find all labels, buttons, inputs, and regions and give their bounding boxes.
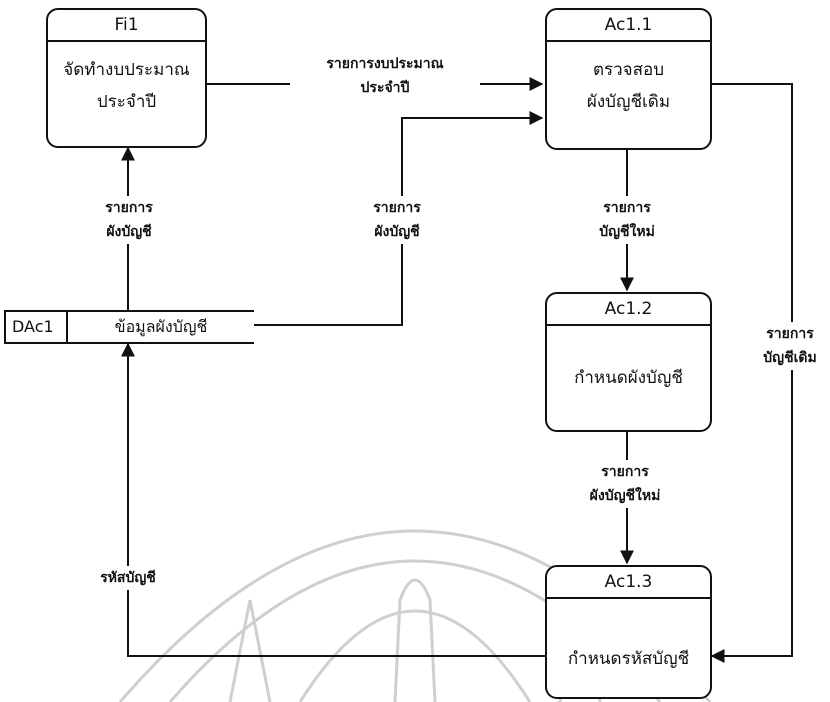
data-store-dac1: DAc1 ข้อมูลผังบัญชี [4, 310, 254, 344]
flow-label-budget: รายการงบประมาณ ประจำปี [290, 52, 480, 100]
process-id: Fi1 [48, 10, 205, 42]
flow-label-account-codes: รหัสบัญชี [78, 566, 178, 590]
data-store-name: ข้อมูลผังบัญชี [114, 317, 208, 336]
process-name: กำหนดรหัสบัญชี [567, 649, 690, 669]
flow-label-chart-mid: รายการ ผังบัญชี [352, 196, 442, 244]
process-name: ตรวจสอบ ผังบัญชีเดิม [586, 60, 671, 112]
process-name: กำหนดผังบัญชี [574, 368, 683, 388]
flow-label-old-account: รายการ บัญชีเดิม [750, 322, 830, 370]
process-id: Ac1.3 [547, 567, 710, 599]
process-id: Ac1.1 [547, 10, 710, 42]
process-fi1: Fi1 จัดทำงบประมาณ ประจำปี [46, 8, 207, 148]
flow-line-account-codes [121, 342, 545, 657]
process-ac1-1: Ac1.1 ตรวจสอบ ผังบัญชีเดิม [545, 8, 712, 150]
data-store-id: DAc1 [4, 312, 68, 342]
flow-label-new-account: รายการ บัญชีใหม่ [582, 196, 672, 244]
flow-line-old-account [710, 83, 793, 663]
process-ac1-3: Ac1.3 กำหนดรหัสบัญชี [545, 565, 712, 699]
flow-label-new-chart: รายการ ผังบัญชีใหม่ [570, 460, 680, 508]
flow-label-chart-left: รายการ ผังบัญชี [84, 196, 174, 244]
process-id: Ac1.2 [547, 294, 710, 326]
process-name: จัดทำงบประมาณ ประจำปี [63, 60, 190, 112]
process-ac1-2: Ac1.2 กำหนดผังบัญชี [545, 292, 712, 432]
